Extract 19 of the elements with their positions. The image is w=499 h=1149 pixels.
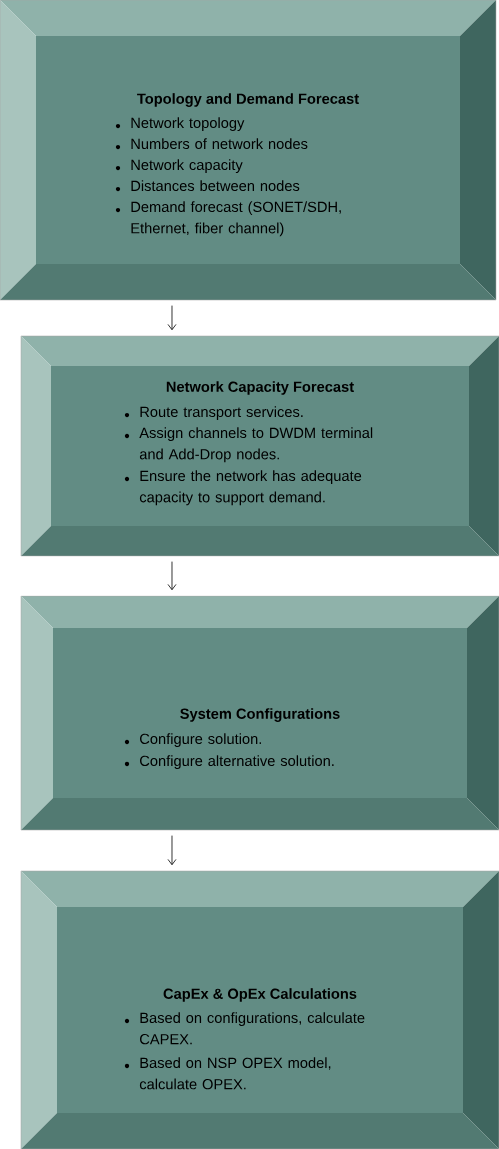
- box-heading: CapEx & OpEx Calculations: [163, 988, 357, 1002]
- bullet-item: Configure solution.: [124, 733, 261, 747]
- box-heading: Topology and Demand Forecast: [137, 93, 359, 107]
- bullet-item: Distances between nodes: [115, 180, 300, 192]
- box-heading: System Configurations: [180, 708, 340, 722]
- bullet-item: Ensure the network has adequate capacity to support demand.: [124, 470, 362, 506]
- bullet-item: Network capacity: [115, 159, 243, 173]
- bullet-item: Configure alternative solution.: [124, 755, 334, 769]
- bullet-item: Numbers of network nodes: [115, 138, 308, 150]
- bullet-item: Route transport services.: [124, 406, 303, 420]
- arrow: [167, 305, 177, 331]
- arrow: [167, 835, 177, 866]
- bullet-item: Based on configurations, calculate CAPEX.: [124, 1012, 365, 1045]
- bullet-item: Demand forecast (SONET/SDH, Ethernet, fiber channel): [115, 201, 341, 237]
- box-heading: Network Capacity Forecast: [166, 381, 354, 395]
- bullet-item: Assign channels to DWDM terminal and Add-Drop nodes.: [124, 427, 373, 463]
- arrow: [167, 561, 177, 591]
- bullet-item: Based on NSP OPEX model, calculate OPEX.: [124, 1057, 331, 1090]
- bullet-item: Network topology: [115, 117, 245, 131]
